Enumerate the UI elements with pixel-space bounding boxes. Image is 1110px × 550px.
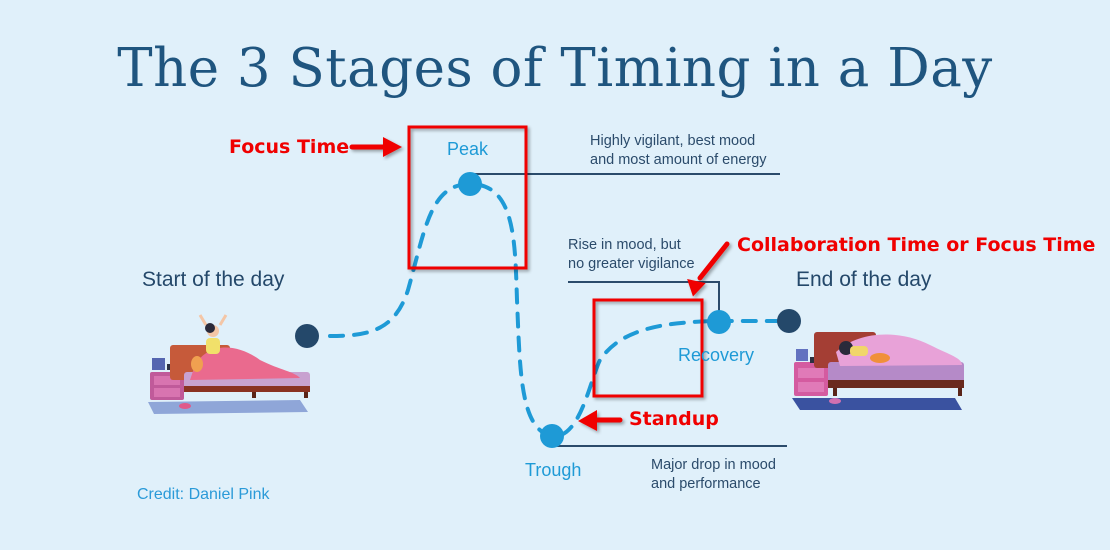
start-of-day-label: Start of the day (142, 268, 285, 291)
peak-label: Peak (447, 139, 489, 159)
page-title: The 3 Stages of Timing in a Day (117, 38, 993, 99)
end-point (777, 309, 801, 333)
energy-curve (328, 181, 792, 439)
collab-highlight-box (592, 298, 704, 398)
peak-point (458, 172, 482, 196)
recovery-connector (568, 281, 720, 312)
focus-time-annotation: Focus Time (229, 136, 350, 158)
trough-description-line1: Major drop in mood (651, 457, 776, 473)
peak-description-line2: and most amount of energy (590, 152, 767, 168)
start-point (295, 324, 319, 348)
standup-arrow-icon (578, 410, 623, 431)
collab-arrow-icon (687, 241, 730, 297)
recovery-label: Recovery (678, 345, 755, 365)
trough-label: Trough (525, 460, 582, 480)
trough-point (540, 424, 564, 448)
peak-description: Highly vigilant, best mood and most amou… (590, 132, 767, 170)
recovery-description-line2: no greater vigilance (568, 256, 695, 272)
recovery-description: Rise in mood, but no greater vigilance (568, 236, 695, 274)
waking-woman-illustration (148, 314, 310, 414)
trough-description: Major drop in mood and performance (651, 456, 776, 494)
recovery-point (707, 310, 731, 334)
focus-highlight-box (407, 125, 528, 270)
credit-text: Credit: Daniel Pink (137, 486, 270, 503)
focus-arrow-icon (349, 137, 402, 157)
trough-description-line2: and performance (651, 476, 761, 492)
collab-time-annotation: Collaboration Time or Focus Time (737, 234, 1096, 256)
end-of-day-label: End of the day (796, 268, 932, 291)
peak-description-line1: Highly vigilant, best mood (590, 133, 756, 149)
recovery-description-line1: Rise in mood, but (568, 237, 681, 253)
standup-annotation: Standup (629, 408, 719, 430)
sleeping-woman-illustration (792, 332, 964, 410)
